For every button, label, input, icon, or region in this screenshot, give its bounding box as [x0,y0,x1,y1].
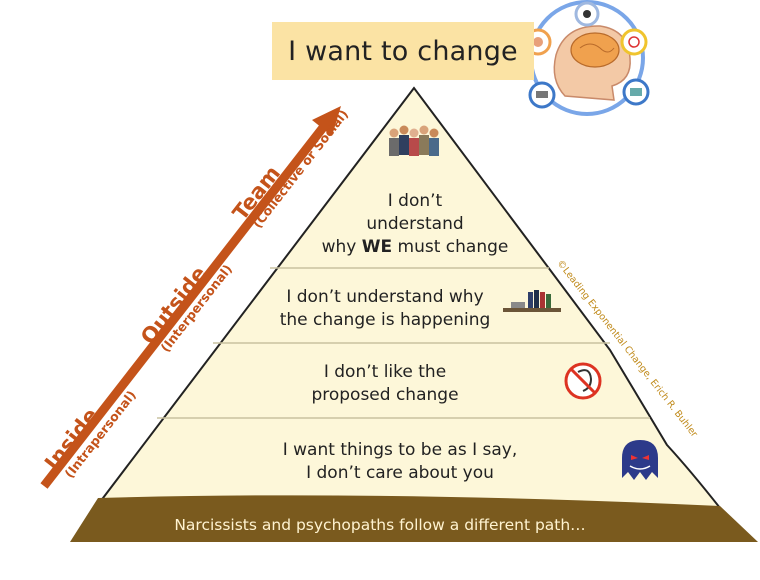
tier-top: I don’t understand why WE must change [300,190,530,259]
tier-second-line-2: the change is happening [279,310,491,330]
title-banner: I want to change [272,22,534,80]
tier-top-line-2: understand [366,214,464,234]
no-listening-icon [564,362,602,400]
progress-arrow [40,122,329,489]
tier-second: I don’t understand why the change is hap… [255,286,515,332]
tier-second-line-1: I don’t understand why [286,287,484,307]
books-icon [503,290,561,312]
tier-top-line-3: why WE must change [321,237,509,257]
tier-fourth-line-1: I want things to be as I say, [282,440,518,460]
tier-third: I don’t like the proposed change [285,361,485,407]
page-title: I want to change [288,35,518,67]
base-caption: Narcissists and psychopaths follow a dif… [174,516,586,534]
ground-base [70,495,758,542]
tier-fourth-line-2: I don’t care about you [306,463,494,483]
tier-third-line-2: proposed change [311,385,459,405]
tier-fourth: I want things to be as I say, I don’t ca… [260,439,540,485]
tier-top-line-1: I don’t [387,191,443,211]
brain-icon [524,0,650,116]
people-group-icon [389,125,439,156]
tier-third-line-1: I don’t like the [323,362,447,382]
ghost-icon [622,440,658,480]
arrow-head [312,106,341,136]
